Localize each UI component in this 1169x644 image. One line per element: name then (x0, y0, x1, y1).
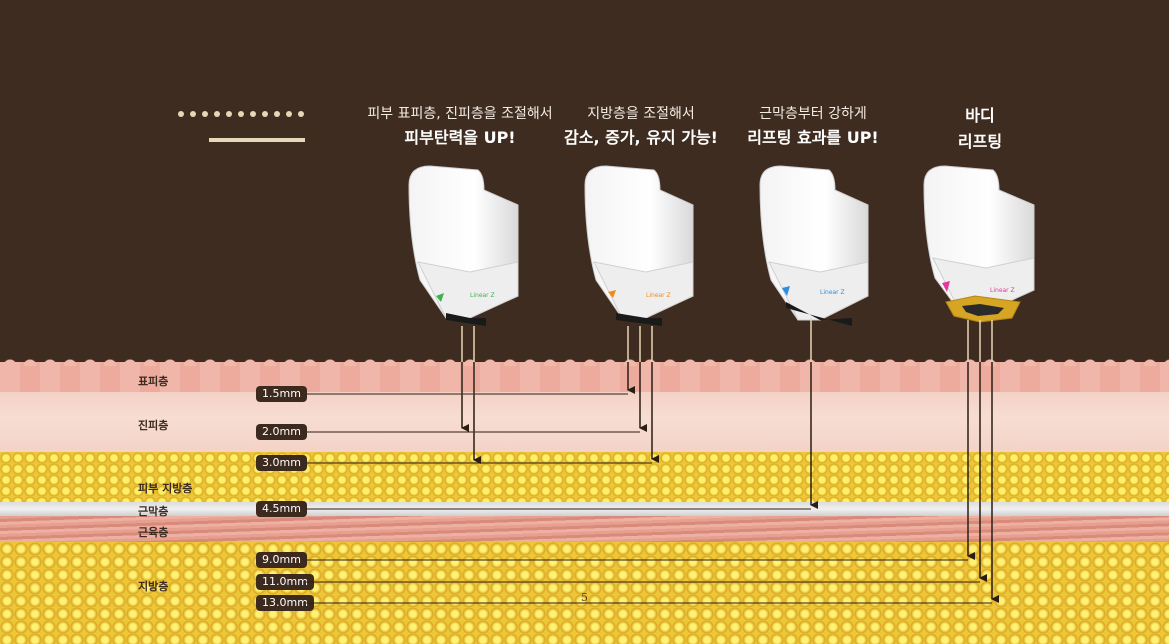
depth-label-13-0: 13.0mm (256, 595, 314, 611)
deep-fat-layer (0, 542, 1169, 644)
layer-label-dermis: 진피층 (138, 419, 169, 432)
caption-body-lifting: 바디 리프팅 (957, 106, 1003, 151)
caption-fat-control: 지방층을 조절해서 감소, 증가, 유지 가능! (564, 106, 718, 148)
decorative-dots (178, 111, 304, 117)
brand-label-2: Linear Z (646, 292, 671, 299)
depth-label-1-5: 1.5mm (256, 386, 307, 402)
muscle-layer (0, 516, 1169, 542)
layer-label-fat: 지방층 (138, 580, 169, 593)
depth-label-9-0: 9.0mm (256, 552, 307, 568)
depth-label-3-0: 3.0mm (256, 455, 307, 471)
tip-marker-green-icon (436, 293, 444, 302)
fascia-layer (0, 502, 1169, 516)
tip-marker-pink-icon (942, 281, 950, 292)
layer-label-skin-fat: 피부 지방층 (138, 482, 193, 495)
depth-label-4-5: 4.5mm (256, 501, 307, 517)
dermis-layer (0, 384, 1169, 452)
layer-label-muscle: 근육층 (138, 526, 169, 539)
subcutaneous-fat-layer (0, 452, 1169, 502)
brand-label-1: Linear Z (470, 292, 495, 299)
layer-label-epidermis: 표피층 (138, 375, 169, 388)
tip-marker-orange-icon (608, 290, 616, 298)
depth-label-11-0: 11.0mm (256, 574, 314, 590)
epidermis-layer (0, 358, 1169, 392)
layer-label-fascia: 근막층 (138, 505, 169, 518)
caption-skin-elasticity: 피부 표피층, 진피층을 조절해서 피부탄력을 UP! (367, 106, 553, 148)
decorative-rule (209, 138, 305, 142)
depth-label-2-0: 2.0mm (256, 424, 307, 440)
brand-label-4: Linear Z (990, 287, 1015, 294)
brand-label-3: Linear Z (820, 289, 845, 296)
tip-marker-blue-icon (782, 286, 790, 296)
caption-lifting: 근막층부터 강하게 리프팅 효과를 UP! (747, 106, 879, 148)
